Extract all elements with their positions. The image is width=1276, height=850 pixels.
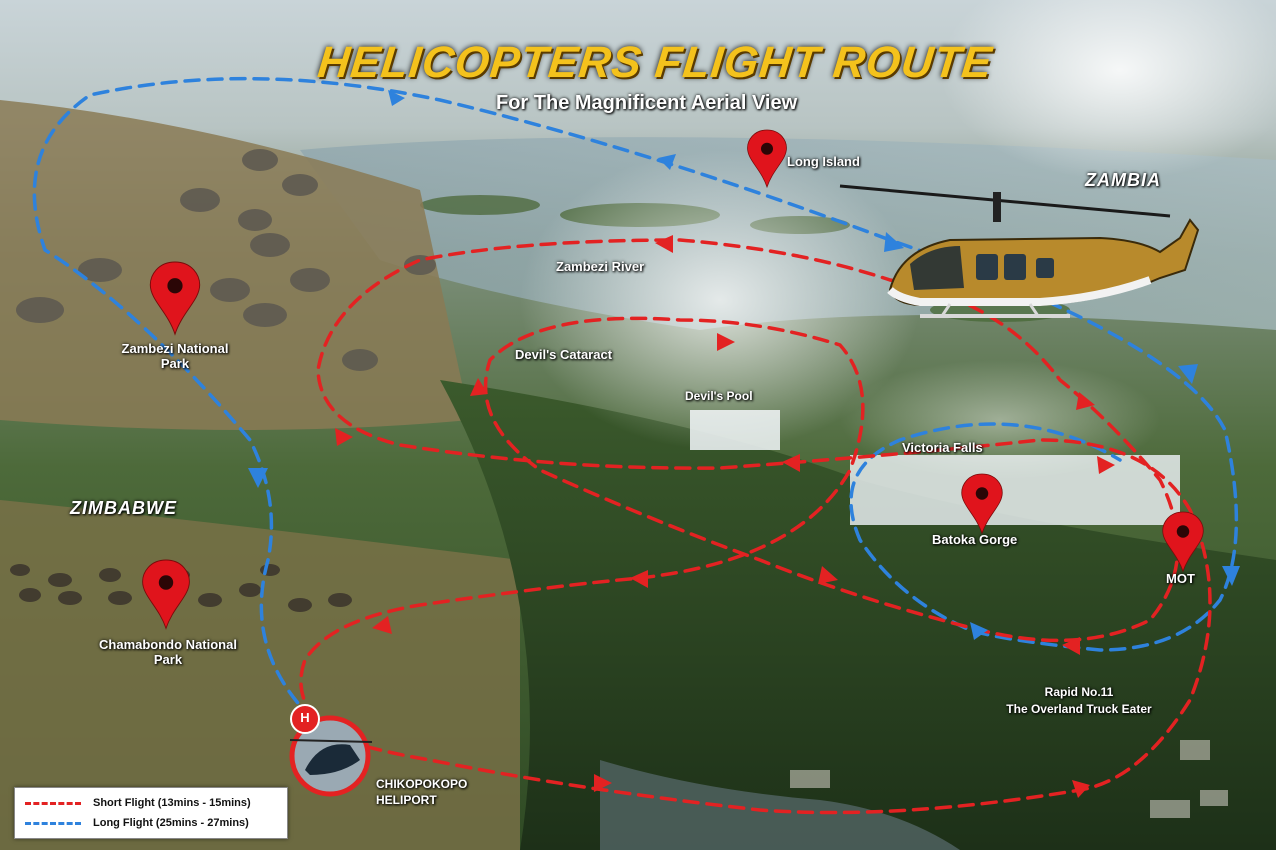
arrow-blue [248,468,268,488]
arrow-red [1076,392,1095,410]
place-mot: MOT [1166,571,1195,586]
arrow-red [470,378,488,396]
place-chamabondo-line1: Chamabondo National [99,637,237,652]
arrow-red [630,570,648,588]
arrow-blue [658,154,676,170]
place-devils-cataract: Devil's Cataract [515,347,613,362]
legend-label-long: Long Flight (25mins - 27mins) [93,817,249,829]
region-label-zimbabwe: ZIMBABWE [70,498,177,518]
arrow-blue [970,622,988,640]
arrow-red [655,235,673,253]
place-victoria-falls: Victoria Falls [902,440,983,455]
map-subtitle: For The Magnificent Aerial View [496,92,798,114]
arrow-red [372,616,392,634]
place-zambezi-np-line2: Park [160,356,190,371]
arrow-red [1072,780,1090,798]
short-flight-route [299,238,1212,815]
legend-label-short: Short Flight (13mins - 15mins) [93,797,251,809]
place-zambezi-np-line1: Zambezi National [121,341,229,356]
map-title: HELICOPTERS FLIGHT ROUTE [315,38,995,87]
place-rapid-line2: The Overland Truck Eater [1006,702,1152,716]
arrow-red [782,454,800,472]
place-heliport-line1: CHIKOPOKOPO [376,777,468,791]
place-long-island: Long Island [787,154,860,169]
map-pin-icon[interactable] [961,473,1003,534]
arrow-red [1097,456,1115,474]
arrow-blue [1178,364,1198,384]
map-pin-icon[interactable] [149,261,201,335]
place-rapid-no11: Rapid No.11 The Overland Truck Eater [995,684,1163,718]
region-label-zambia: ZAMBIA [1085,170,1161,190]
legend-row-long: Long Flight (25mins - 27mins) [25,814,249,832]
arrow-red [335,428,353,446]
arrow-red [1062,637,1080,655]
arrow-red [818,566,838,584]
arrow-red [717,333,735,351]
map-pin-icon[interactable] [142,559,190,629]
arrow-blue [884,232,904,252]
place-rapid-line1: Rapid No.11 [1044,685,1114,699]
legend-row-short: Short Flight (13mins - 15mins) [25,794,251,812]
heliport-mark: H [300,710,310,725]
place-heliport: CHIKOPOKOPO HELIPORT [376,776,467,808]
place-zambezi-np: Zambezi National Park [100,341,250,371]
helicopter-icon [839,184,1200,318]
place-zambezi-river: Zambezi River [556,259,645,274]
place-chamabondo-np: Chamabondo National Park [78,637,258,667]
arrow-red [594,774,612,792]
place-heliport-line2: HELIPORT [376,793,437,807]
legend-swatch-long [25,821,81,825]
route-arrows [248,90,1240,798]
place-devils-pool: Devil's Pool [685,389,753,403]
map-pin-icon[interactable] [1162,511,1204,572]
place-batoka-gorge: Batoka Gorge [932,532,1018,547]
heliport-icon[interactable] [289,704,373,797]
arrow-blue [1222,566,1240,586]
map-pin-icon[interactable] [747,129,787,188]
place-chamabondo-line2: Park [153,652,183,667]
route-legend: Short Flight (13mins - 15mins) Long Flig… [14,787,288,839]
arrow-blue [388,90,405,106]
legend-swatch-short [25,801,81,805]
